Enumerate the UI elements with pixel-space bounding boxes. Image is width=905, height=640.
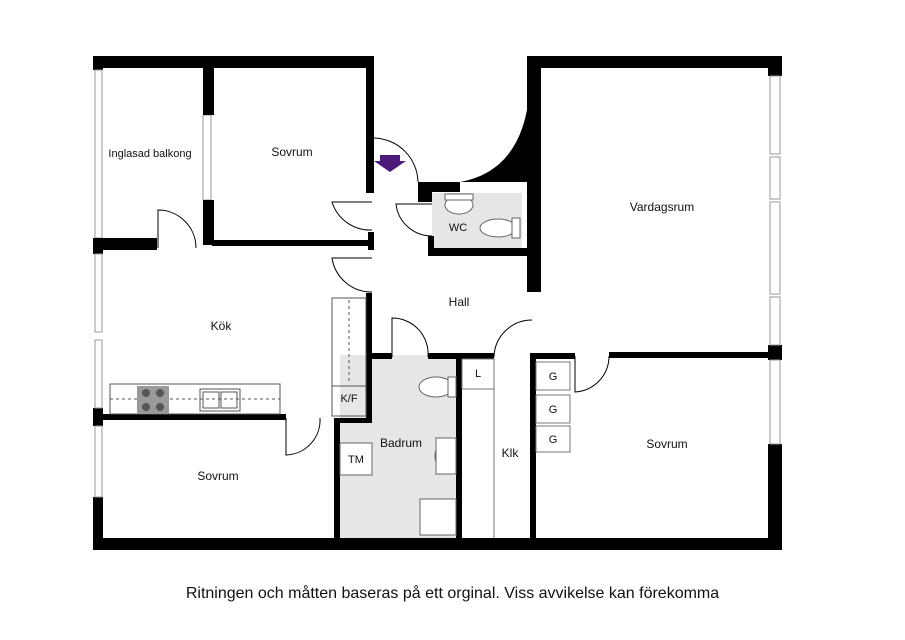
room-label-bedroom-bottom-right: Sovrum: [646, 437, 688, 451]
curved-wall: [460, 110, 541, 182]
entrance-arrow-icon: [374, 155, 406, 172]
bathroom-fixtures: [339, 376, 457, 536]
room-label-bathroom: Badrum: [379, 436, 423, 450]
fixture-label-wardrobe-1: G: [548, 371, 558, 383]
interior-walls: [93, 56, 782, 539]
kitchen-counter: [109, 383, 281, 415]
wc-fixtures: [444, 193, 521, 239]
stove-icon: [137, 386, 169, 414]
room-label-bedroom-bottom-left: Sovrum: [197, 469, 239, 483]
fixture-label-fridge-freezer: K/F: [340, 393, 358, 405]
room-label-wc: WC: [448, 222, 468, 234]
room-label-balcony: Inglasad balkong: [108, 148, 192, 160]
room-label-closet: Klk: [501, 446, 519, 460]
room-label-bedroom-top: Sovrum: [271, 145, 313, 159]
fixture-label-dryer: TM: [348, 454, 364, 466]
kitchen-cabinet: [331, 297, 367, 417]
storage-boxes: [461, 358, 571, 538]
room-label-living: Vardagsrum: [629, 200, 695, 214]
room-label-kitchen: Kök: [210, 319, 232, 333]
fixture-label-wardrobe-2: G: [548, 404, 558, 416]
fixture-label-wardrobe-3: G: [548, 434, 558, 446]
doors: [157, 137, 610, 456]
room-label-hall: Hall: [448, 295, 470, 309]
exterior-walls: [93, 56, 782, 550]
fixture-label-linen: L: [474, 368, 482, 380]
kitchen-sink-icon: [199, 388, 241, 412]
disclaimer-caption: Ritningen och måtten baseras på ett orgi…: [185, 585, 720, 602]
windows: [94, 69, 781, 498]
